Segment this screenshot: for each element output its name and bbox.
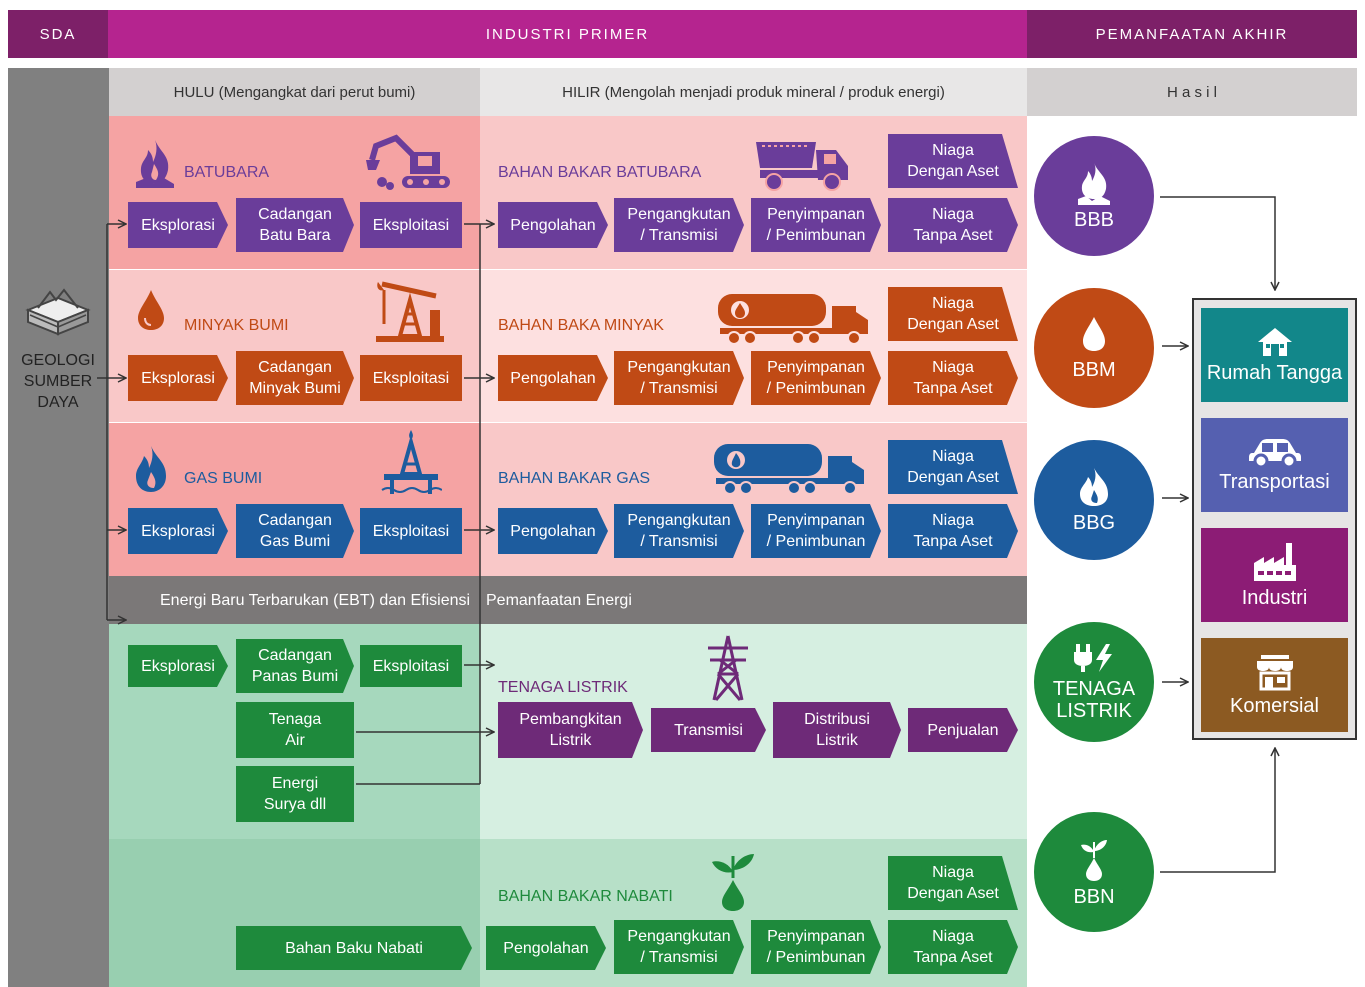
batubara-pengolahan-box: Pengolahan bbox=[498, 202, 608, 248]
nabati-niaga-tanpa-aset: Niaga Tanpa Aset bbox=[888, 920, 1018, 974]
gas-hilir-title: BAHAN BAKAR GAS bbox=[498, 470, 651, 487]
ebt-eksplorasi-box: Eksplorasi bbox=[128, 645, 228, 687]
batubara-eksploitasi-box: Eksploitasi bbox=[360, 202, 462, 248]
batubara-cadangan-box: Cadangan Batu Bara bbox=[236, 198, 354, 252]
excavator-icon bbox=[362, 134, 454, 192]
gas-flame-icon bbox=[132, 444, 170, 494]
factory-icon bbox=[1253, 542, 1296, 581]
shop-icon bbox=[1256, 654, 1293, 690]
minyak-pengangkutan-box: Pengangkutan / Transmisi bbox=[614, 351, 744, 405]
house-icon bbox=[1257, 327, 1292, 356]
subheader-hilir: HILIR (Mengolah menjadi produk mineral /… bbox=[480, 68, 1027, 116]
gas-pengangkutan-box: Pengangkutan / Transmisi bbox=[614, 504, 744, 558]
batubara-title: BATUBARA bbox=[184, 164, 270, 181]
gas-pengolahan-box: Pengolahan bbox=[498, 508, 608, 554]
batubara-penyimpanan-box: Penyimpanan / Penimbunan bbox=[751, 198, 881, 252]
header-sda: SDA bbox=[8, 10, 108, 58]
gas-eksploitasi-box: Eksploitasi bbox=[360, 508, 462, 554]
tenaga-air-box: Tenaga Air bbox=[236, 702, 354, 758]
batubara-niaga-tanpa-aset: Niaga Tanpa Aset bbox=[888, 198, 1018, 252]
product-bbn-circle: BBN bbox=[1034, 812, 1154, 932]
nabati-title: BAHAN BAKAR NABATI bbox=[498, 888, 673, 905]
energi-surya-box: Energi Surya dll bbox=[236, 766, 354, 822]
nabati-pengolahan-box: Pengolahan bbox=[486, 926, 606, 970]
subheader-hulu: HULU (Mengangkat dari perut bumi) bbox=[109, 68, 480, 116]
header-pemanfaatan-akhir: PEMANFAATAN AKHIR bbox=[1027, 10, 1357, 58]
transmisi-box: Transmisi bbox=[651, 708, 766, 752]
flame-coal-icon bbox=[1078, 163, 1110, 205]
minyak-hilir-title: BAHAN BAKA MINYAK bbox=[498, 317, 664, 334]
bahan-baku-nabati-box: Bahan Baku Nabati bbox=[236, 926, 472, 970]
oil-tanker-truck-icon bbox=[716, 290, 872, 346]
minyak-eksploitasi-box: Eksploitasi bbox=[360, 355, 462, 401]
product-listrik-circle: TENAGA LISTRIK bbox=[1034, 622, 1154, 742]
nabati-penyimpanan-box: Penyimpanan / Penimbunan bbox=[751, 920, 881, 974]
tenaga-listrik-title: TENAGA LISTRIK bbox=[498, 679, 628, 696]
product-bbm-circle: BBM bbox=[1034, 288, 1154, 408]
subheader-hasil: H a s i l bbox=[1027, 68, 1357, 116]
geology-icon bbox=[24, 284, 92, 340]
offshore-rig-icon bbox=[380, 428, 442, 498]
header-industri-primer: INDUSTRI PRIMER bbox=[108, 10, 1027, 58]
gas-eksplorasi-box: Eksplorasi bbox=[128, 508, 228, 554]
pembangkitan-listrik-box: Pembangkitan Listrik bbox=[498, 702, 643, 758]
ebt-bar-right-label: Pemanfaatan Energi bbox=[486, 592, 632, 609]
batubara-flame-icon bbox=[134, 138, 176, 188]
minyak-eksplorasi-box: Eksplorasi bbox=[128, 355, 228, 401]
gas-penyimpanan-box: Penyimpanan / Penimbunan bbox=[751, 504, 881, 558]
gas-niaga-tanpa-aset: Niaga Tanpa Aset bbox=[888, 504, 1018, 558]
gas-cadangan-box: Cadangan Gas Bumi bbox=[236, 504, 354, 558]
ebt-bar-left-label: Energi Baru Terbarukan (EBT) dan Efisien… bbox=[160, 592, 471, 609]
ebt-cadangan-panas-bumi-box: Cadangan Panas Bumi bbox=[236, 639, 354, 693]
minyak-pengolahan-box: Pengolahan bbox=[498, 355, 608, 401]
consumer-industri: Industri bbox=[1201, 528, 1348, 622]
gas-niaga-dengan-aset: Niaga Dengan Aset bbox=[888, 440, 1018, 494]
gas-flame-icon bbox=[1080, 468, 1108, 506]
batubara-eksplorasi-box: Eksplorasi bbox=[128, 202, 228, 248]
batubara-pengangkutan-box: Pengangkutan / Transmisi bbox=[614, 198, 744, 252]
batubara-hilir-title: BAHAN BAKAR BATUBARA bbox=[498, 164, 702, 181]
consumer-komersial: Komersial bbox=[1201, 638, 1348, 732]
car-icon bbox=[1248, 438, 1301, 467]
plant-drop-icon bbox=[710, 848, 756, 912]
minyak-niaga-tanpa-aset: Niaga Tanpa Aset bbox=[888, 351, 1018, 405]
minyak-cadangan-box: Cadangan Minyak Bumi bbox=[236, 351, 354, 405]
transmission-tower-icon bbox=[704, 634, 752, 702]
product-bbb-circle: BBB bbox=[1034, 136, 1154, 256]
nabati-pengangkutan-box: Pengangkutan / Transmisi bbox=[614, 920, 744, 974]
oil-drop-icon bbox=[1083, 317, 1105, 351]
plant-drop-icon bbox=[1081, 840, 1107, 881]
consumer-transportasi: Transportasi bbox=[1201, 418, 1348, 512]
minyak-niaga-dengan-aset: Niaga Dengan Aset bbox=[888, 287, 1018, 341]
minyak-title: MINYAK BUMI bbox=[184, 317, 289, 334]
dump-truck-icon bbox=[752, 136, 852, 192]
oil-pump-icon bbox=[374, 280, 446, 344]
minyak-penyimpanan-box: Penyimpanan / Penimbunan bbox=[751, 351, 881, 405]
distribusi-listrik-box: Distribusi Listrik bbox=[773, 702, 901, 758]
consumer-rumah-tangga: Rumah Tangga bbox=[1201, 308, 1348, 402]
batubara-niaga-dengan-aset: Niaga Dengan Aset bbox=[888, 134, 1018, 188]
gas-tanker-truck-icon bbox=[712, 440, 868, 496]
plug-bolt-icon bbox=[1074, 644, 1112, 672]
ebt-bar bbox=[109, 576, 1027, 624]
nabati-niaga-dengan-aset: Niaga Dengan Aset bbox=[888, 856, 1018, 910]
ebt-eksploitasi-box: Eksploitasi bbox=[360, 645, 462, 687]
source-label: GEOLOGI SUMBER DAYA bbox=[21, 352, 95, 411]
source-column bbox=[8, 68, 109, 987]
oil-drop-icon bbox=[136, 288, 166, 332]
product-bbg-circle: BBG bbox=[1034, 440, 1154, 560]
penjualan-box: Penjualan bbox=[908, 708, 1018, 752]
gas-title: GAS BUMI bbox=[184, 470, 263, 487]
